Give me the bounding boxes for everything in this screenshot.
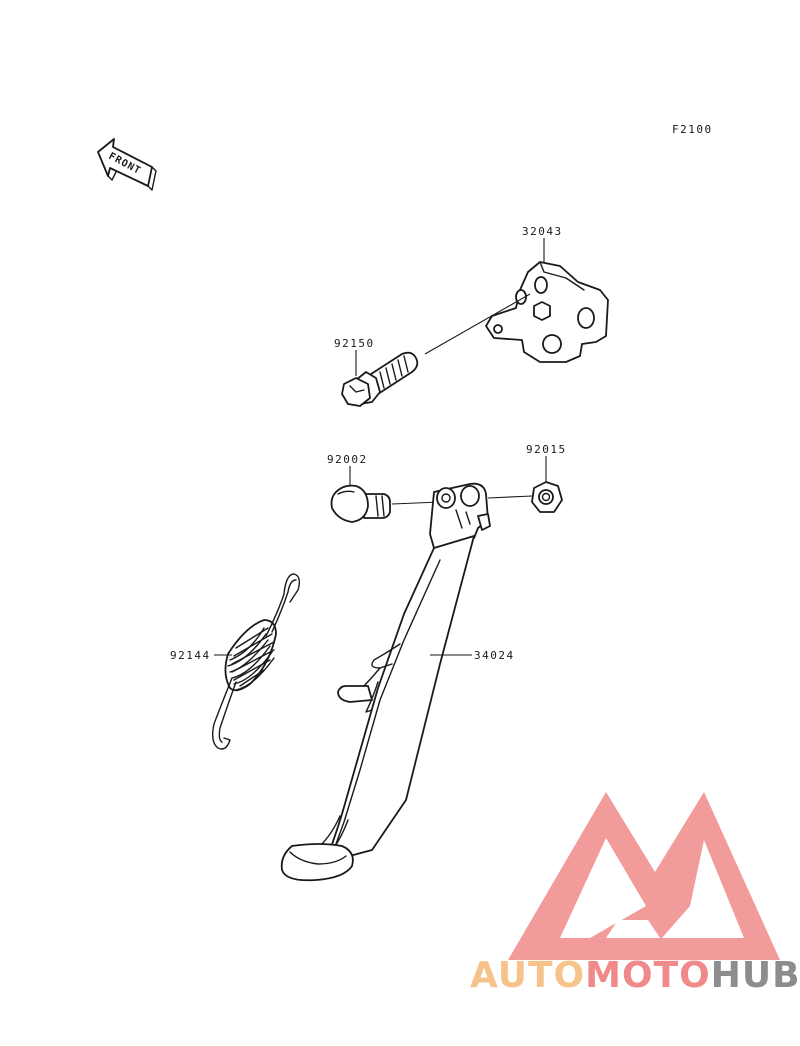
part-32043-bracket	[485, 261, 609, 363]
part-92015-nut	[531, 481, 563, 513]
part-34024-side-stand	[280, 482, 491, 882]
part-92150-bolt	[341, 351, 419, 407]
part-number-92002: 92002	[327, 453, 368, 466]
part-number-92015: 92015	[526, 443, 567, 456]
watermark-hub: HUB	[710, 955, 800, 996]
part-92144-spring	[211, 573, 301, 750]
figure-code: F2100	[672, 123, 713, 136]
watermark-logo-icon	[508, 792, 780, 960]
part-number-92144: 92144	[170, 649, 211, 662]
part-number-92150: 92150	[334, 337, 375, 350]
watermark-moto: MOTO	[585, 955, 711, 996]
part-92002-pivot-bolt	[330, 484, 391, 523]
watermark-wordmark: AUTOMOTOHUB	[470, 955, 800, 996]
part-number-32043: 32043	[522, 225, 563, 238]
leader-92150-bracket	[424, 293, 531, 355]
watermark-auto: AUTO	[470, 955, 586, 996]
leader-92002-stand	[391, 501, 441, 505]
part-number-34024: 34024	[474, 649, 515, 662]
front-arrow-icon: FRONT	[97, 138, 157, 191]
leader-92015-stand	[487, 495, 533, 499]
